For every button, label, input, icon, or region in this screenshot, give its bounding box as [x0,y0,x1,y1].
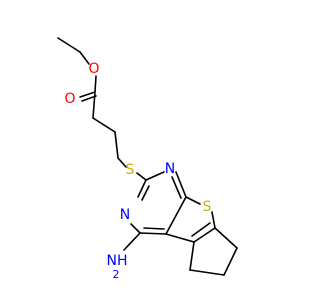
bond-o-carbonyl-c [94,75,97,93]
pyrimidine-n-upper-label: N [165,161,175,177]
bond-chain-2 [92,117,116,133]
thiophene-sulfur-label: S [203,199,212,215]
bond-n3-c8a-a [175,171,187,198]
bond-c4-c4a-b [143,227,165,230]
bond-n1-c4 [130,223,141,234]
bond-n3-c8a-b [171,176,182,199]
molecule-svg: O O S N N S NH 2 [57,37,238,281]
bond-ch2-c3a [189,241,195,271]
bond-ethyl-ch2-o [79,51,90,65]
ester-oxygen-label: O [88,61,99,77]
bond-c4-nh2 [123,232,141,251]
bond-c4a-c8a [165,196,187,235]
bond-carbonyl-double-b [81,95,97,102]
bond-s-c7a [211,211,216,229]
pyrimidine-n-lower-label: N [120,207,130,223]
bond-c7a-c3a-a [193,227,216,243]
amino-subscript-label: 2 [113,268,120,281]
bond-c8a-s [185,196,201,205]
bond-c2-n1-a [137,179,147,198]
molecule-diagram: O O S N N S NH 2 [57,37,238,281]
bond-c7a-c3a-b [191,222,211,237]
amino-group-label: NH [107,253,128,269]
bond-c3a-c4a [165,233,195,243]
bond-ch2-ch2-b [189,269,225,276]
bond-chain-s [117,157,127,168]
bond-s-c2 [136,172,147,181]
thioether-sulfur-label: S [126,162,135,178]
bond-c7a-ch2 [214,227,238,249]
bond-c2-n3 [145,171,165,181]
bond-carbonyl-double-a [79,91,96,98]
bond-c2-n1-b [141,185,150,201]
bond-ethyl-ch3 [57,37,81,53]
bond-chain-3 [114,131,119,159]
bond-c4-c4a-a [139,232,167,235]
bond-ch2-ch2 [223,247,238,276]
carbonyl-oxygen-label: O [64,91,75,107]
bond-chain-1 [92,91,96,119]
